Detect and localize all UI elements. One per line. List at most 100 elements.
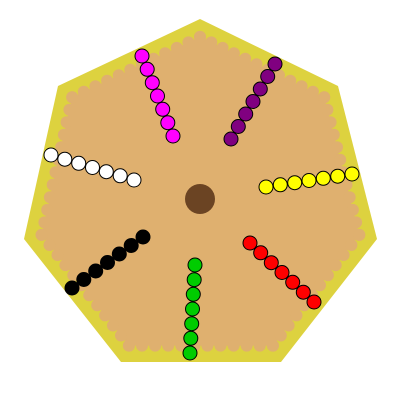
marble-white[interactable] [126,172,142,188]
rim-scallop [159,47,172,60]
marble-magenta[interactable] [160,115,176,131]
marble-magenta[interactable] [150,88,165,104]
rim-scallop [67,269,80,282]
marble-white[interactable] [112,168,128,184]
rim-scallop [205,36,218,49]
rim-scallop [57,128,70,141]
rim-scallop [324,116,337,129]
marble-red[interactable] [242,235,258,251]
marble-yellow[interactable] [301,173,317,188]
rim-scallop [282,319,295,332]
rim-scallop [122,339,135,352]
marble-purple[interactable] [267,56,283,72]
marble-yellow[interactable] [272,177,288,193]
marble-black[interactable] [64,280,80,296]
marble-white[interactable] [71,155,87,171]
rim-scallop [112,69,125,82]
rim-scallop [334,153,347,166]
rim-scallop [331,141,343,154]
rim-scallop [41,203,54,216]
rim-scallop [345,239,358,251]
marble-magenta[interactable] [134,48,150,64]
marble-purple[interactable] [230,119,246,134]
marble-yellow[interactable] [344,166,360,182]
marble-red[interactable] [295,284,311,300]
rim-scallop [343,191,356,204]
marble-red[interactable] [306,294,322,310]
marble-green[interactable] [184,316,200,332]
marble-green[interactable] [185,301,200,317]
rim-scallop [318,91,331,104]
marble-purple[interactable] [245,94,261,109]
marble-black[interactable] [135,229,151,245]
rim-scallop [59,259,72,272]
marble-green[interactable] [186,272,202,288]
marble-row-green [182,257,203,361]
marble-green[interactable] [185,286,201,302]
rim-scallop [290,309,303,322]
rim-scallop [306,85,319,98]
marble-red[interactable] [253,245,269,261]
rim-scallop [66,91,79,104]
marble-purple[interactable] [260,69,276,84]
rim-scallop [38,216,51,229]
marble-green[interactable] [187,257,203,273]
marble-purple[interactable] [252,81,268,97]
rim-scallop [227,47,240,60]
center-hole [185,184,215,214]
marble-purple[interactable] [223,131,239,147]
marble-yellow[interactable] [258,179,274,195]
rim-scallop [295,80,308,93]
marble-black[interactable] [111,246,127,262]
rim-scallop [250,58,263,71]
marble-white[interactable] [43,147,59,163]
rim-scallop [337,249,350,261]
marble-black[interactable] [123,238,139,253]
rim-scallop [43,191,56,204]
marble-yellow[interactable] [330,168,346,184]
rim-scallop [253,339,266,352]
rim-scallop [214,339,227,352]
rim-scallop [194,30,206,43]
rim-scallop [124,63,137,76]
marble-layer [43,48,360,361]
rim-scallop [60,116,73,129]
marble-magenta[interactable] [139,61,155,77]
rim-scallop [35,228,48,241]
rim-scallop [149,339,162,352]
rim-scallop [99,309,112,322]
marble-row-purple [223,56,283,147]
rim-scallop [107,319,119,332]
rim-scallop [340,178,353,191]
rim-scallop [266,339,279,352]
rim-scallop [216,41,229,54]
marble-magenta[interactable] [155,101,171,117]
marble-red[interactable] [263,255,279,271]
marble-purple[interactable] [238,106,254,122]
marble-red[interactable] [285,274,301,290]
marble-green[interactable] [182,345,198,361]
marble-row-yellow [258,166,360,195]
marble-black[interactable] [100,255,115,270]
rim-scallop [147,52,160,65]
marble-black[interactable] [76,272,92,287]
marble-row-magenta [134,48,181,144]
marble-magenta[interactable] [144,75,160,91]
rim-scallop [321,269,334,282]
marble-white[interactable] [85,160,100,175]
marble-magenta[interactable] [165,128,181,144]
marble-yellow[interactable] [287,175,303,191]
marble-green[interactable] [183,330,199,346]
marble-white[interactable] [57,151,73,167]
rim-scallop [239,52,252,65]
marble-white[interactable] [98,164,114,180]
rim-scallop [327,128,340,141]
rim-scallop [201,339,214,352]
marble-red[interactable] [274,265,290,280]
rim-scallop [346,203,359,216]
marble-yellow[interactable] [315,170,331,186]
rim-scallop [115,329,127,342]
rim-scallop [314,279,326,292]
marble-black[interactable] [88,263,104,279]
